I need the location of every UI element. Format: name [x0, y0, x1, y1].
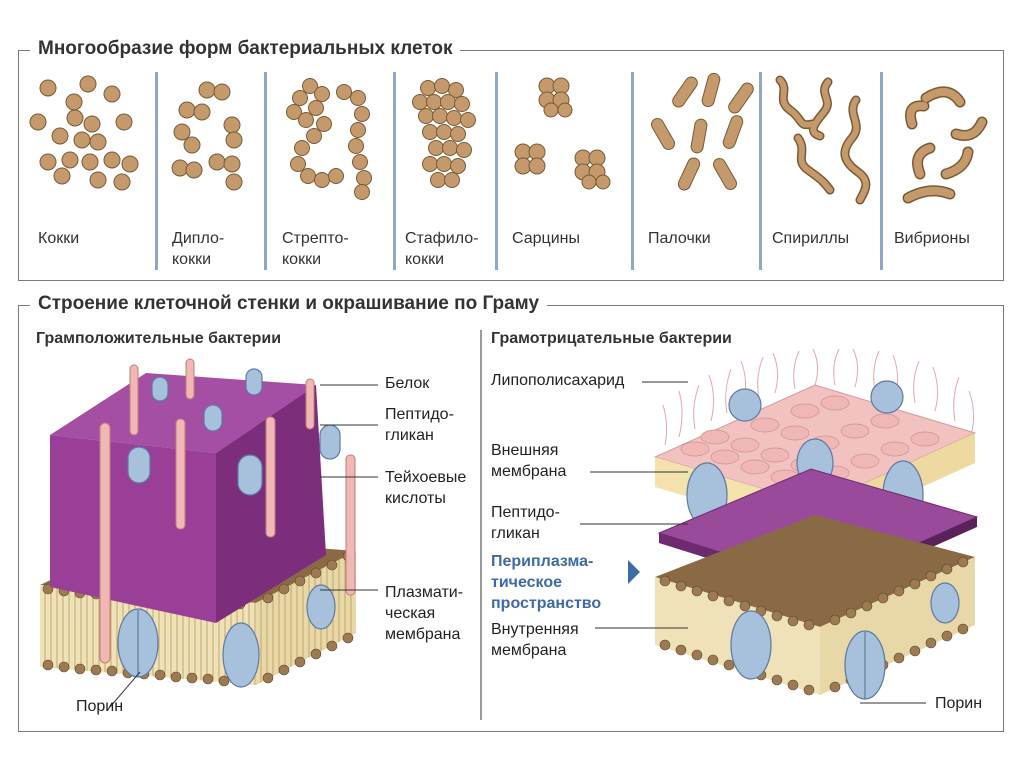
shape-label: Палочки	[648, 228, 711, 249]
periplasm-label-line2: тическое	[491, 573, 562, 593]
shape-label-line1: Дипло-	[172, 228, 224, 249]
shape-label: Стрепто- кокки	[282, 228, 349, 270]
protein-label: Белок	[385, 374, 429, 394]
shape-label-line1: Стафило-	[405, 228, 478, 249]
porin-leader-right	[860, 693, 930, 713]
inner-membrane-label-line2: мембрана	[491, 641, 566, 661]
sarcinae-illustration	[503, 70, 633, 210]
plasma-membrane-label-line3: мембрана	[385, 625, 460, 645]
inner-membrane-label-line1: Внутренняя	[491, 620, 579, 640]
spirilla-illustration	[768, 72, 888, 212]
plasma-membrane-label-line1: Плазмати-	[385, 583, 463, 603]
shape-label-line2: кокки	[405, 249, 478, 270]
porin-label-right: Порин	[935, 694, 982, 714]
periplasm-label-line1: Периплазма-	[491, 552, 593, 572]
shape-label-line2: кокки	[172, 249, 224, 270]
streptococci-illustration	[270, 68, 390, 208]
peptidoglycan-label-line1: Пептидо-	[385, 405, 454, 425]
shape-label-line1: Кокки	[38, 228, 79, 249]
shape-label-line1: Вибрионы	[894, 228, 970, 249]
outer-membrane-label-line2: мембрана	[491, 462, 566, 482]
cocci-illustration	[20, 70, 160, 210]
peptidoglycan-label-right-line2: гликан	[491, 524, 540, 544]
panel-divider	[480, 330, 482, 720]
staphylococci-illustration	[400, 70, 500, 210]
shape-label: Спириллы	[772, 228, 849, 249]
plasma-membrane-label-line2: ческая	[385, 604, 435, 624]
lps-label: Липополисахарид	[491, 371, 624, 391]
column-separator	[393, 72, 396, 270]
peptidoglycan-label-line2: гликан	[385, 426, 434, 446]
shape-label-line1: Палочки	[648, 228, 711, 249]
bacterial-shapes-title: Многообразие форм бактериальных клеток	[30, 38, 460, 60]
shape-label: Кокки	[38, 228, 79, 249]
cell-wall-title: Строение клеточной стенки и окрашивание …	[30, 293, 547, 315]
shape-label-line1: Стрепто-	[282, 228, 349, 249]
shape-label-line1: Сарцины	[512, 228, 580, 249]
teichoic-acids-label-line2: кислоты	[385, 489, 446, 509]
outer-membrane-label-line1: Внешняя	[491, 441, 558, 461]
gram-negative-wall-illustration	[655, 345, 985, 705]
porin-label-left: Порин	[76, 697, 123, 717]
vibrios-illustration	[890, 78, 1000, 218]
gram-positive-leaders	[320, 375, 380, 675]
periplasm-label-line3: пространство	[491, 594, 601, 614]
column-separator	[759, 72, 762, 270]
gram-negative-leaders	[570, 380, 690, 690]
shape-label: Стафило- кокки	[405, 228, 478, 270]
teichoic-acids-label-line1: Тейхоевые	[385, 468, 466, 488]
shape-label-line1: Спириллы	[772, 228, 849, 249]
shape-label: Дипло- кокки	[172, 228, 224, 270]
rods-illustration	[638, 72, 758, 212]
gram-positive-heading: Грамположительные бактерии	[36, 330, 281, 348]
shape-label-line2: кокки	[282, 249, 349, 270]
peptidoglycan-label-right-line1: Пептидо-	[491, 503, 560, 523]
diplococci-illustration	[162, 70, 272, 210]
shape-label: Сарцины	[512, 228, 580, 249]
shape-label: Вибрионы	[894, 228, 970, 249]
